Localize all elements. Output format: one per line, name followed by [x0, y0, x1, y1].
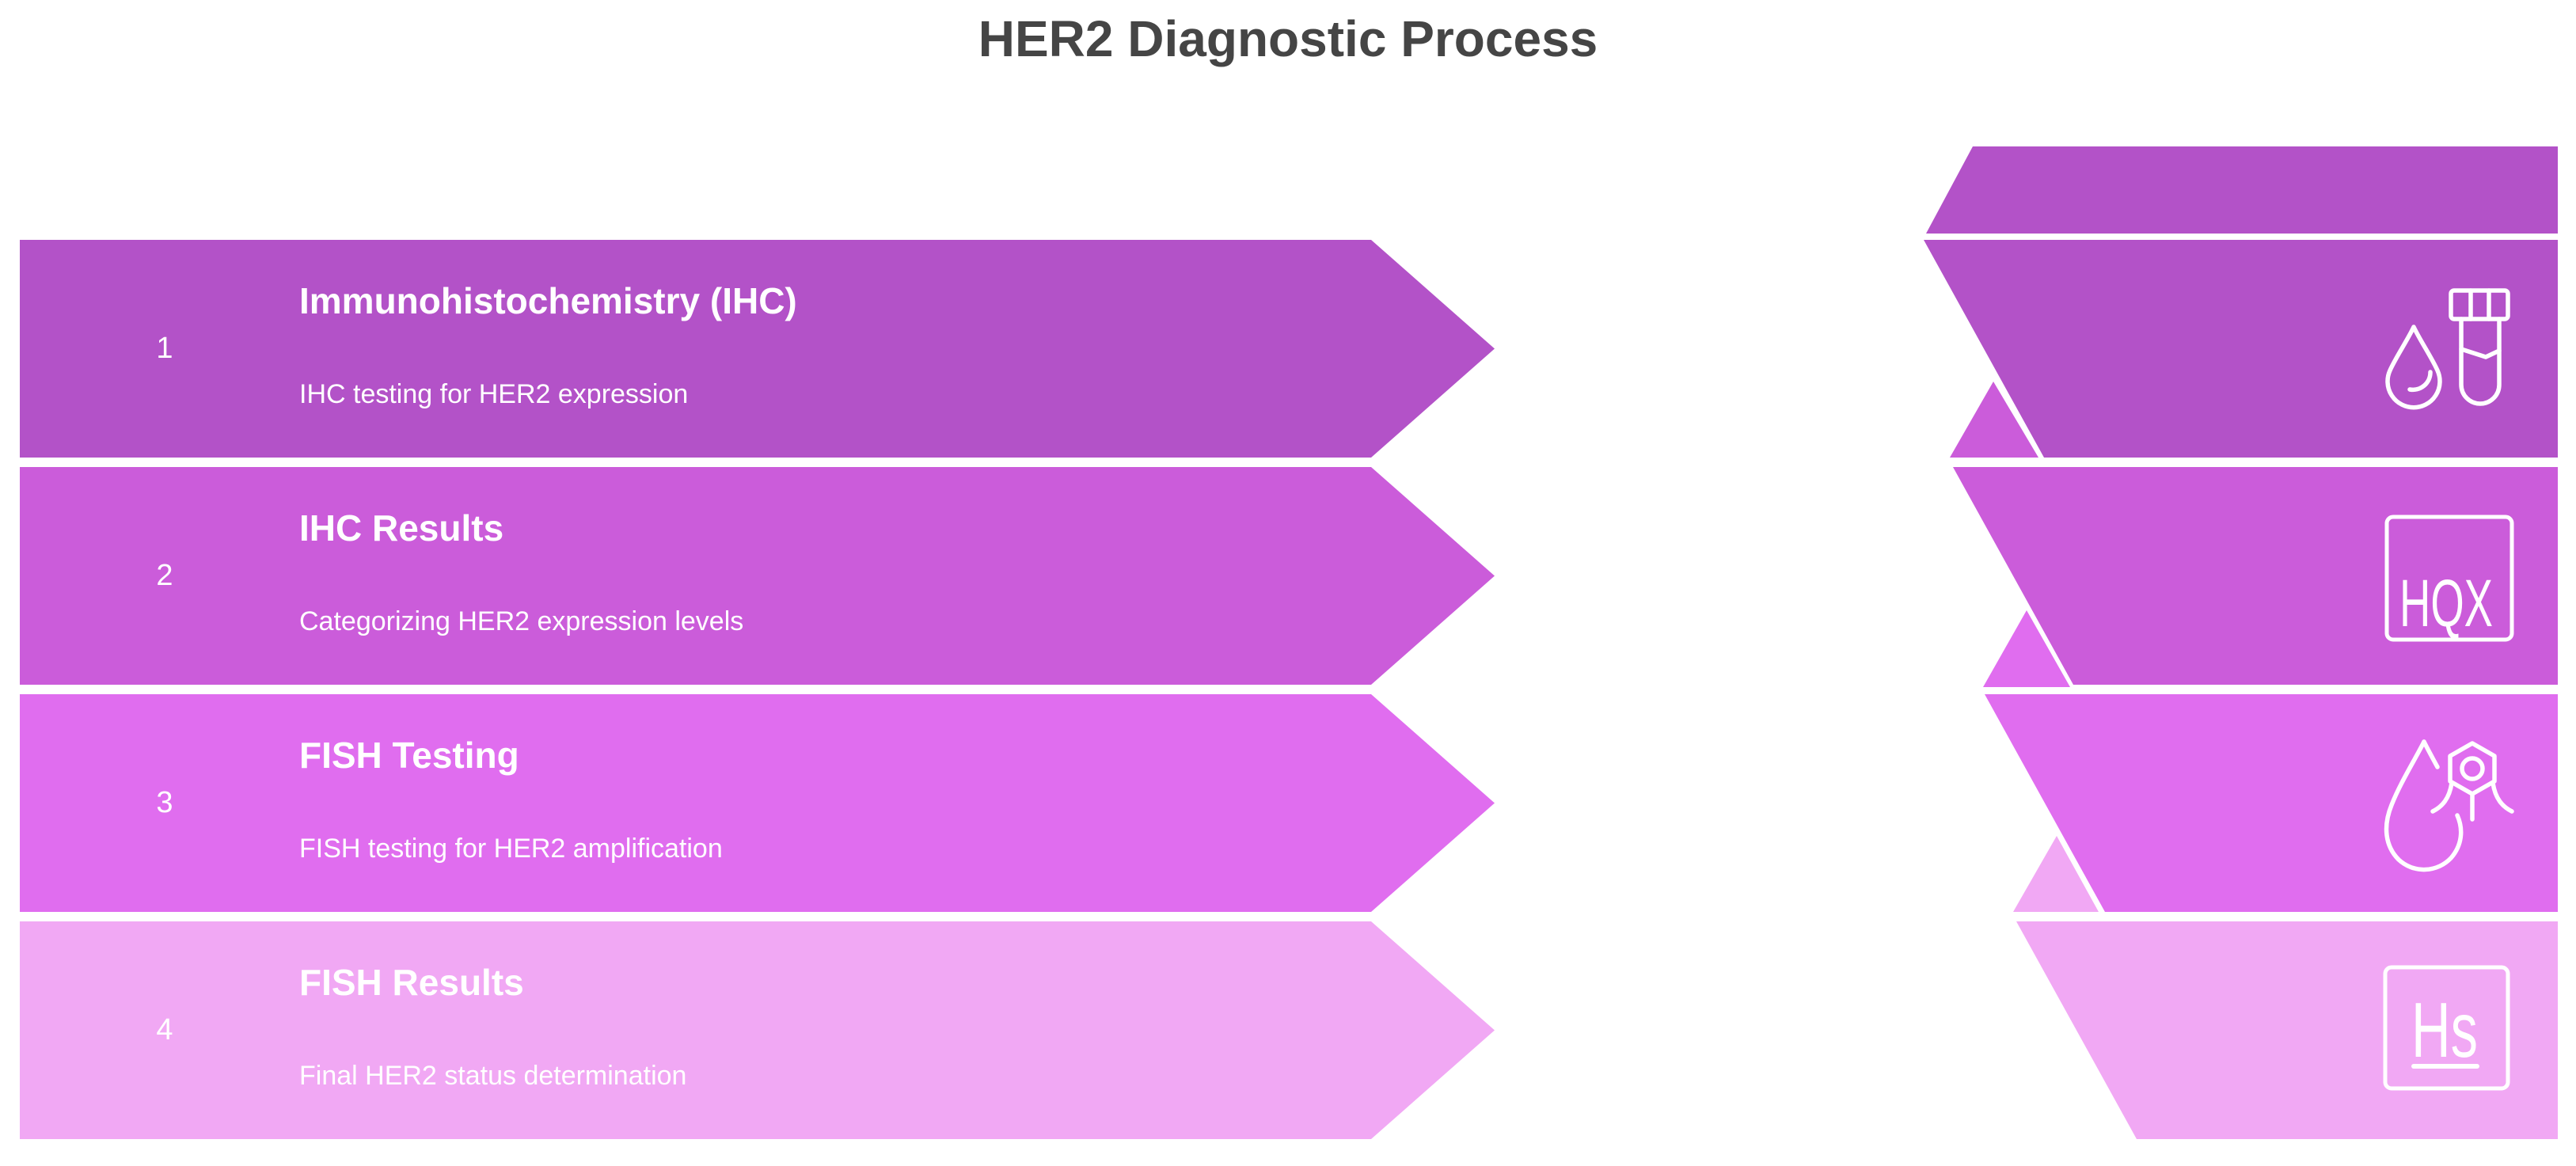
process-step-band-3: 3 FISH Testing FISH testing for HER2 amp… [20, 694, 1495, 912]
step-title: FISH Results [299, 962, 524, 1003]
large-drop-tip-stub [2422, 739, 2440, 769]
ribbon-fold-4 [2013, 836, 2099, 912]
ribbon-fold-3 [1983, 610, 2070, 687]
ribbon-cap [1926, 146, 2558, 234]
step-subtitle: IHC testing for HER2 expression [299, 379, 689, 409]
probe-head-ring [2460, 756, 2485, 781]
ribbon-segment-2 [1953, 467, 2558, 685]
tube-cap [2449, 288, 2510, 321]
process-step-band-4: 4 FISH Results Final HER2 status determi… [20, 921, 1495, 1139]
hs-label: Hs [2411, 986, 2478, 1073]
step-number: 1 [156, 332, 173, 365]
ribbon-segment-3 [1985, 694, 2558, 912]
ribbon-segment-4 [2016, 921, 2558, 1139]
tube-liquid-line [2459, 347, 2502, 359]
ribbon-fold-2 [1950, 382, 2038, 458]
step-number: 4 [156, 1013, 173, 1046]
hqx-label: HQX [2399, 566, 2493, 640]
step-number: 2 [156, 559, 173, 592]
tube-cap-ridges [2468, 288, 2491, 321]
probe-leg-right [2491, 780, 2514, 814]
step-subtitle: Categorizing HER2 expression levels [299, 606, 744, 636]
tube-body [2459, 317, 2502, 406]
step-subtitle: FISH testing for HER2 amplification [299, 834, 723, 864]
drop-with-fish-probe-icon [2384, 739, 2514, 872]
hs-box [2383, 965, 2510, 1091]
hqx-box [2384, 515, 2514, 642]
blood-drop-and-test-tube-icon [2385, 288, 2510, 410]
process-step-band-2: 2 IHC Results Categorizing HER2 expressi… [20, 467, 1495, 685]
large-drop-outline [2384, 739, 2464, 872]
step-title: IHC Results [299, 507, 504, 549]
step-subtitle: Final HER2 status determination [299, 1061, 687, 1091]
step-title: FISH Testing [299, 735, 519, 776]
page-title: HER2 Diagnostic Process [978, 10, 1598, 67]
step-number: 3 [156, 786, 173, 819]
probe-leg-left [2430, 780, 2454, 814]
step-title: Immunohistochemistry (IHC) [299, 280, 797, 321]
process-step-band-1: 1 Immunohistochemistry (IHC) IHC testing… [20, 240, 1495, 458]
drop-outline [2385, 325, 2442, 410]
hs-element-badge-icon: Hs [2383, 965, 2510, 1091]
drop-highlight [2407, 370, 2433, 393]
hqx-badge-icon: HQX [2384, 515, 2514, 642]
